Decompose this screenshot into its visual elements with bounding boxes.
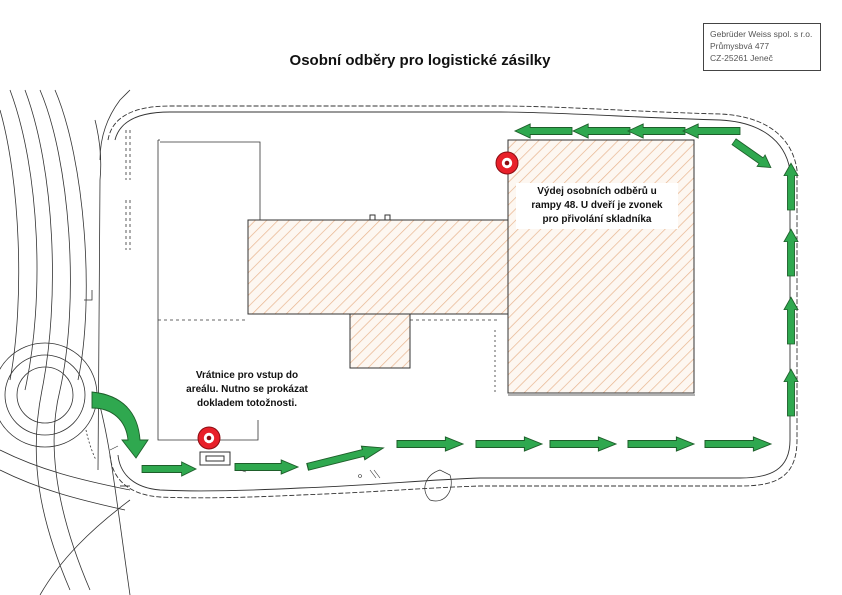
- pickup-label-line: pro přivolání skladníka: [542, 214, 652, 225]
- gate-label-line: dokladem totožnosti.: [197, 398, 297, 409]
- arrow-icon: [475, 436, 543, 452]
- road-network: [0, 89, 131, 595]
- arrow-icon: [141, 461, 197, 477]
- arrow-icon: [783, 368, 799, 417]
- arrow-icon: [783, 162, 799, 211]
- location-marker-icon: [495, 151, 519, 175]
- arrow-icon: [729, 135, 776, 174]
- pickup-label: Výdej osobních odběrů u rampy 48. U dveř…: [516, 183, 678, 229]
- curved-entry-arrow: [91, 391, 149, 459]
- gate-label-line: Vrátnice pro vstup do: [195, 370, 299, 381]
- site-perimeter: [107, 105, 798, 502]
- arrow-icon: [572, 123, 631, 139]
- route-arrows: [91, 123, 799, 477]
- arrow-icon: [234, 459, 299, 475]
- arrow-icon: [783, 228, 799, 277]
- location-marker-icon: [197, 426, 221, 450]
- arrow-icon: [396, 436, 464, 452]
- arrow-icon: [627, 123, 686, 139]
- pickup-warehouse: [507, 139, 695, 394]
- gate-label-line: areálu. Nutno se prokázat: [186, 384, 308, 395]
- address-company: Gebrüder Weiss spol. s r.o.: [710, 29, 813, 39]
- pickup-label-line: Výdej osobních odběrů u: [537, 186, 657, 197]
- arrow-icon: [514, 123, 573, 139]
- address-box: Gebrüder Weiss spol. s r.o. Průmysbvá 47…: [703, 23, 821, 71]
- arrow-icon: [704, 436, 772, 452]
- buildings: [199, 139, 695, 466]
- page-title: Osobní odběry pro logistické zásilky: [289, 52, 551, 69]
- address-street: Průmysbvá 477: [710, 41, 770, 51]
- arrow-icon: [682, 123, 741, 139]
- gate-label: Vrátnice pro vstup do areálu. Nutno se p…: [172, 367, 322, 413]
- main-warehouse: [247, 219, 511, 315]
- arrow-icon: [783, 296, 799, 345]
- ground-details: [109, 445, 381, 479]
- pickup-label-line: rampy 48. U dveří je zvonek: [531, 200, 663, 211]
- arrow-icon: [305, 440, 386, 475]
- arrow-icon: [627, 436, 695, 452]
- annex-building: [349, 313, 411, 369]
- yard-outline: [157, 139, 695, 441]
- arrow-icon: [549, 436, 617, 452]
- address-city: CZ-25261 Jeneč: [710, 53, 773, 63]
